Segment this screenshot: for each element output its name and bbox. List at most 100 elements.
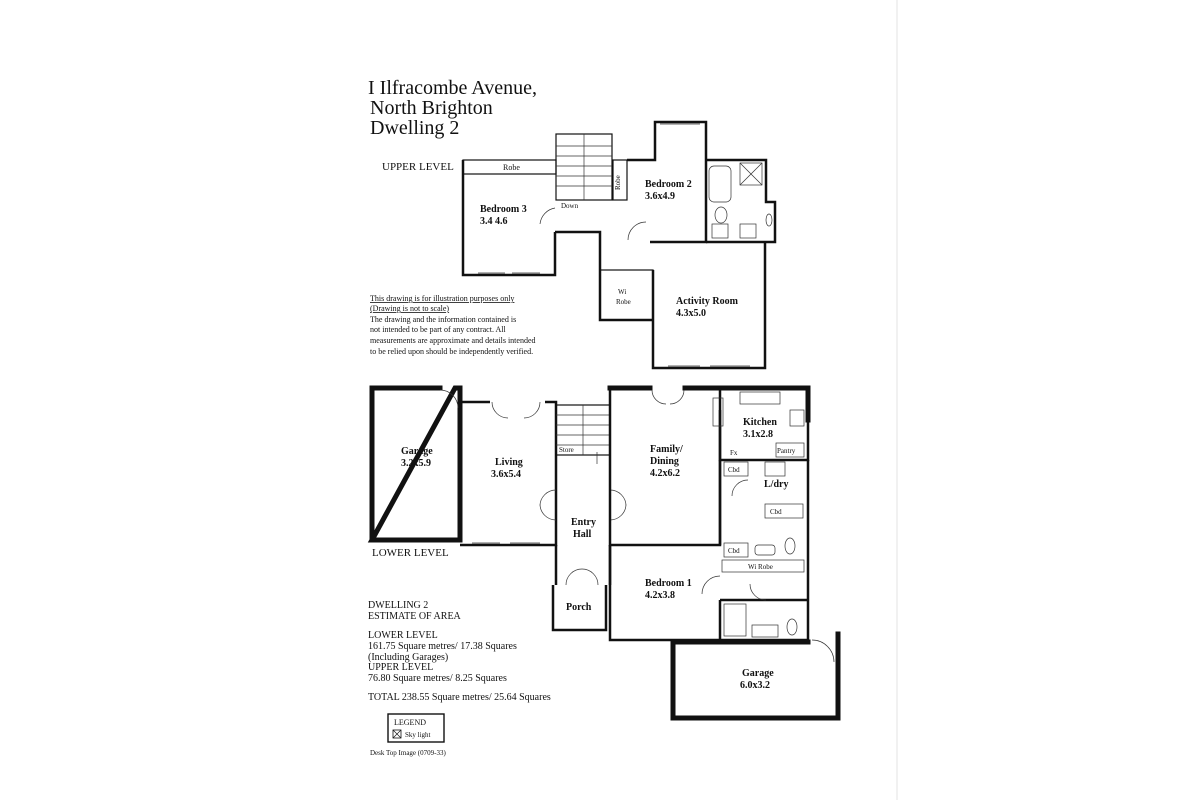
area-total: TOTAL 238.55 Square metres/ 25.64 Square… [368, 692, 551, 703]
wi-label: Wi [618, 288, 626, 296]
porch-name: Porch [566, 602, 592, 613]
disclaimer-line-1: This drawing is for illustration purpose… [370, 294, 514, 303]
activity-room-walls [651, 242, 767, 370]
disclaimer-line-6: to be relied upon should be independentl… [370, 347, 533, 356]
pantry [775, 442, 805, 458]
area-heading-2: ESTIMATE OF AREA [368, 611, 462, 622]
area-upper-label: UPPER LEVEL [368, 662, 433, 673]
family-dining-name-2: Dining [650, 456, 679, 467]
lower-toilet-1 [784, 537, 796, 555]
wi-robe-lower-label: Wi Robe [748, 563, 773, 571]
kitchen-dim: 3.1x2.8 [743, 429, 773, 440]
bedroom-2-dim: 3.6x4.9 [645, 191, 675, 202]
garage-2-walls [670, 631, 841, 721]
robe-top-label: Robe [503, 163, 520, 172]
porch-walls [551, 585, 608, 632]
entry-hall-name-2: Hall [573, 529, 592, 540]
shower-skylight [739, 162, 763, 186]
bedroom-3-walls [461, 160, 557, 277]
bedroom-2-name: Bedroom 2 [645, 179, 692, 190]
bathtub [708, 165, 732, 203]
disclaimer: This drawing is for illustration purpose… [370, 294, 536, 356]
garage-2-name: Garage [742, 668, 774, 679]
title-line-3: Dwelling 2 [370, 117, 459, 139]
area-heading-1: DWELLING 2 [368, 600, 428, 611]
bedroom-1-name: Bedroom 1 [645, 578, 692, 589]
title-line-2: North Brighton [370, 97, 493, 119]
title-line-1: I Ilfracombe Avenue, [368, 77, 537, 99]
cbd-2-label: Cbd [770, 508, 782, 516]
cbd-3 [723, 542, 749, 558]
cbd-1 [723, 461, 749, 477]
bedroom-1-dim: 4.2x3.8 [645, 590, 675, 601]
garage-1-walls [367, 385, 463, 543]
garage-2-dim: 6.0x3.2 [740, 680, 770, 691]
down-label: Down [561, 202, 579, 210]
wi-robe-label: Robe [616, 298, 631, 306]
bedroom-1-walls [608, 545, 722, 642]
activity-room-dim: 4.3x5.0 [676, 308, 706, 319]
living-walls [460, 400, 558, 547]
plan-title: I Ilfracombe Avenue, North Brighton Dwel… [368, 77, 537, 139]
area-estimate: DWELLING 2 ESTIMATE OF AREA LOWER LEVEL … [368, 600, 551, 703]
skylight-1 [711, 223, 729, 239]
bedroom-2-walls [627, 120, 708, 244]
skylight-2 [739, 223, 757, 239]
robe-side-label: Robe [614, 175, 622, 190]
lower-stair-treads [556, 405, 610, 455]
upper-level-label: UPPER LEVEL [382, 161, 454, 173]
upper-stair-treads [556, 134, 612, 200]
family-dining-name-1: Family/ [650, 444, 683, 455]
skylight-icon [392, 729, 402, 739]
lower-shower [723, 603, 747, 637]
disclaimer-line-2: (Drawing is not to scale) [370, 304, 449, 313]
pantry-label: Pantry [777, 447, 796, 455]
activity-room-name: Activity Room [676, 296, 739, 307]
kitchen-walls [718, 388, 810, 462]
living-name: Living [495, 457, 523, 468]
area-lower-value-1: 161.75 Square metres/ 17.38 Squares [368, 641, 517, 652]
legend: LEGEND Sky light [387, 713, 445, 743]
landing-walls [555, 230, 653, 322]
living-dim: 3.6x5.4 [491, 469, 521, 480]
area-upper-value: 76.80 Square metres/ 8.25 Squares [368, 673, 507, 684]
legend-item: Sky light [405, 731, 431, 739]
lower-level-plan: Garage 3.2x5.9 Living 3.6x5.4 Store Entr… [367, 385, 841, 721]
cbd-2 [764, 503, 804, 519]
area-lower-value-2: (Including Garages) [368, 652, 448, 663]
store-label: Store [559, 446, 574, 454]
disclaimer-line-3: The drawing and the information containe… [370, 315, 516, 324]
legend-box [387, 713, 445, 743]
disclaimer-line-5: measurements are approximate and details… [370, 336, 536, 345]
kitchen-bench-top [739, 391, 781, 405]
cooktop [789, 409, 805, 427]
disclaimer-line-4: not intended to be part of any contract.… [370, 325, 507, 334]
cbd-1-label: Cbd [728, 466, 740, 474]
footer-image-id: Desk Top Image (0709-33) [370, 749, 446, 757]
lower-level-label: LOWER LEVEL [372, 547, 449, 559]
family-dining-dim: 4.2x6.2 [650, 468, 680, 479]
bedroom-3-dim: 3.4 4.6 [480, 216, 508, 227]
garage-1-dim: 3.2x5.9 [401, 458, 431, 469]
entry-hall-name-1: Entry [571, 517, 596, 528]
kitchen-name: Kitchen [743, 417, 777, 428]
upper-level-plan: Robe Bedroom 3 3.4 4.6 Down Robe Bedroom… [461, 120, 777, 370]
upper-toilet [714, 206, 728, 224]
fx-label: Fx [730, 449, 738, 457]
entry-hall-walls [554, 545, 612, 585]
cbd-3-label: Cbd [728, 547, 740, 555]
bedroom-3-name: Bedroom 3 [480, 204, 527, 215]
wi-robe-upper [599, 269, 654, 321]
robe-side [612, 159, 628, 201]
wi-robe-lower [721, 559, 805, 573]
area-lower-label: LOWER LEVEL [368, 630, 438, 641]
laundry-name: L/dry [764, 479, 788, 490]
upper-bathroom-walls [706, 158, 777, 244]
laundry-walls [718, 460, 810, 640]
legend-title: LEGEND [394, 718, 426, 727]
lower-toilet-2 [786, 618, 798, 636]
garage-1-name: Garage [401, 446, 433, 457]
bedroom-3-door-swing [539, 207, 556, 225]
